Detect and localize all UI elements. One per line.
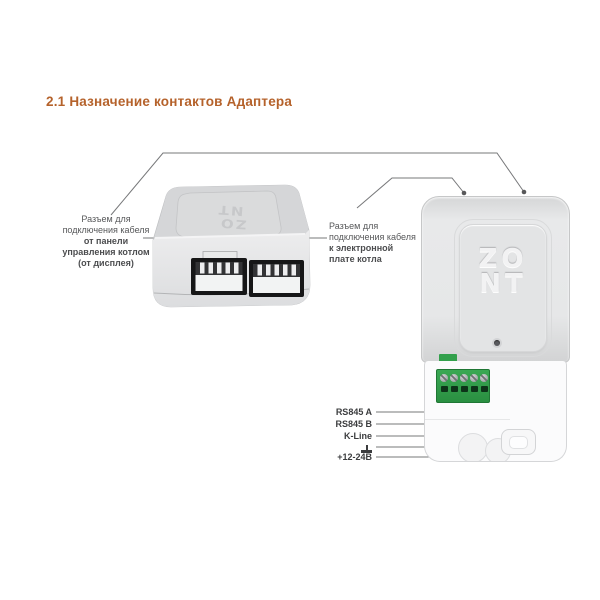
callout-line: Разъем для [81,214,131,224]
callout-line: к электронной [329,243,394,253]
terminal-screw [460,374,468,382]
front-fold-highlight [154,233,306,239]
pointer-dot [521,189,527,195]
pin-label-rs845b: RS845 B [335,419,372,429]
callout-line: подключения кабеля [62,225,150,235]
pin-label-ground [361,443,372,454]
section-heading: 2.1 Назначение контактов Адаптера [46,94,293,109]
zont-logo-bottom-view: ZO NT [211,202,248,232]
zont-logo-line1: ZO [478,244,528,274]
zont-logo: ZO NT [460,244,546,299]
case-screw [494,340,500,346]
molded-bump [458,433,488,461]
terminal-block-tab [439,354,457,362]
wire-slot [471,386,478,392]
wire-slot [481,386,488,392]
terminal-screw [470,374,478,382]
adapter-bottom-view: ZO NT [152,184,311,308]
wire-slot [441,386,448,392]
zont-logo-line2: NT [479,269,527,299]
wire-slot [461,386,468,392]
callout-line: подключения кабеля [329,232,416,242]
terminal-screw [480,374,488,382]
pin-label-power: +12-24В [337,452,372,462]
device-base [424,361,567,462]
callout-line: (от дисплея) [78,258,134,268]
adapter-front-view: ZO NT [421,196,570,462]
base-ledge [425,419,510,420]
connector-board-pins [257,264,296,276]
callout-line: управления котлом [62,247,150,257]
callout-display-connector: Разъем для подключения кабеля от панели … [50,214,162,269]
molded-hook [501,429,536,455]
device-cover: ZO NT [421,196,570,363]
pointer-dot [461,190,467,196]
callout-board-connector: Разъем для подключения кабеля к электрон… [329,221,433,265]
pin-label-kline: K-Line [344,431,372,441]
pin-label-rs845a: RS845 A [335,407,372,417]
callout-line: плате котла [329,254,382,264]
terminal-screw [450,374,458,382]
terminal-wire-slots [441,386,489,392]
connector-display-pins [200,262,239,274]
terminal-screw [440,374,448,382]
terminal-screws [440,374,489,382]
wire-slot [451,386,458,392]
terminal-block [436,369,490,403]
callout-line: Разъем для [329,221,379,231]
device-raised-panel: ZO NT [454,219,552,357]
callout-line: от панели [83,236,129,246]
ground-icon [361,444,372,453]
